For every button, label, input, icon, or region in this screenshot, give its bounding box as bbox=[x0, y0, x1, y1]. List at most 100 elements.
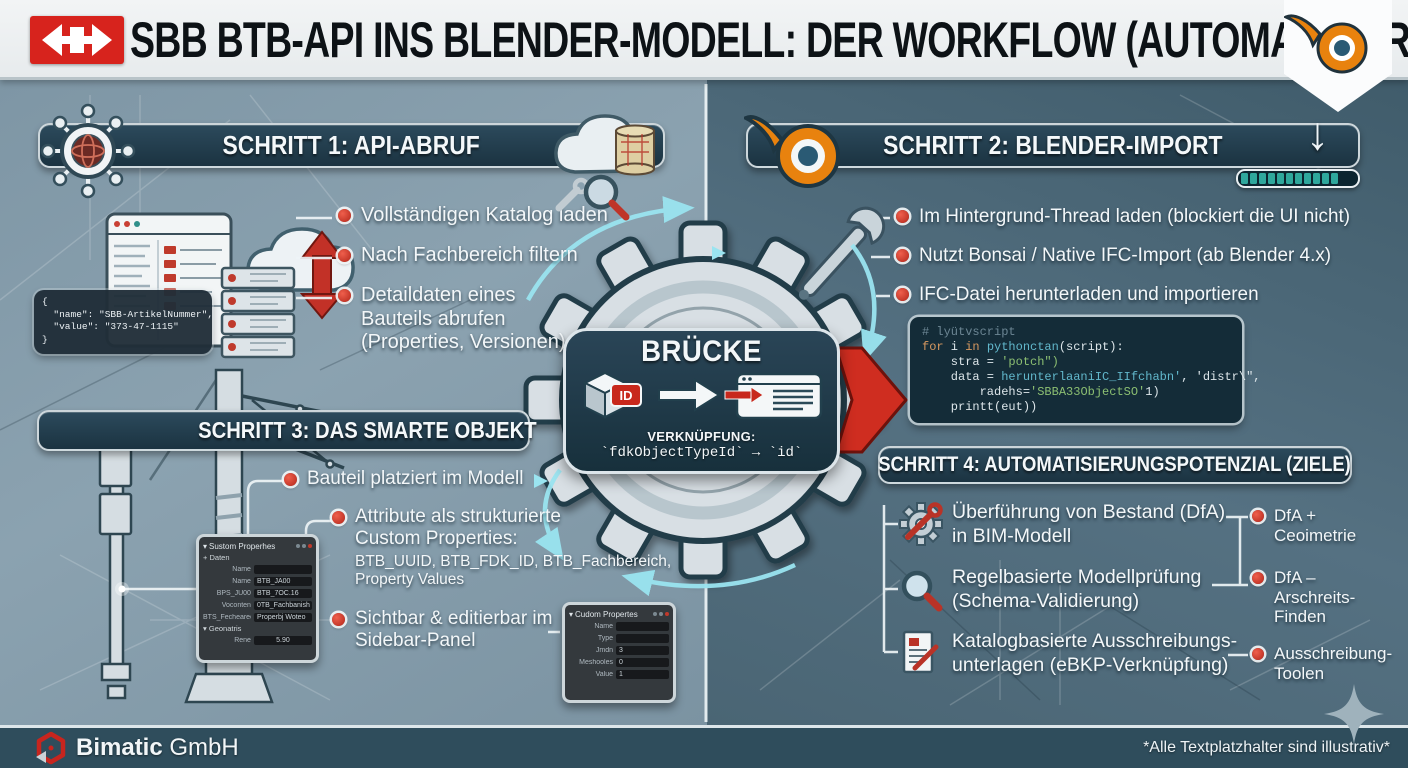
bridge-link-label: VERKNÜPFUNG: bbox=[647, 429, 756, 444]
step1-bullet-1: Vollständigen Katalog laden bbox=[338, 204, 608, 228]
row-label: BTS_Fechearech bbox=[203, 613, 251, 621]
flow-chevron bbox=[712, 246, 726, 260]
api-network-icon bbox=[40, 103, 136, 204]
expander-icon: ▾ bbox=[569, 609, 574, 619]
side-label-text: DfA + Ceoimetrie bbox=[1274, 506, 1357, 545]
step1-bullet-2: Nach Fachbereich filtern bbox=[338, 244, 578, 268]
code-token: printt(eut)) bbox=[922, 400, 1038, 414]
bullet-text: Im Hintergrund-Thread laden (blockiert d… bbox=[919, 205, 1351, 227]
bridge-mapping-text: `fdkObjectTypeId` → `id` bbox=[600, 445, 803, 461]
bullet-text-main: Attribute als strukturierte Custom Prope… bbox=[355, 506, 561, 550]
bullet-dot bbox=[284, 473, 297, 486]
step2-title: SCHRITT 2: BLENDER-IMPORT bbox=[883, 130, 1223, 160]
window-dots-icon bbox=[296, 544, 312, 548]
wrench-icon bbox=[798, 206, 886, 300]
row-label: Name bbox=[232, 565, 251, 573]
row-value: Properbj Woteo bbox=[253, 612, 312, 622]
step3-bullet-3: Sichtbar & editierbar im Sidebar-Panel bbox=[332, 608, 552, 653]
download-arrow-icon: ↓ bbox=[1306, 107, 1329, 159]
bullet-text: Bauteil platziert im Modell bbox=[307, 468, 524, 489]
code-token: 'SBBA33ObjectSO' bbox=[1030, 385, 1146, 399]
header: SBB BTB-API INS BLENDER-MODELL: DER WORK… bbox=[0, 0, 1408, 80]
row-value: 1 bbox=[616, 669, 669, 679]
step1-header-bar: SCHRITT 1: API-ABRUF bbox=[38, 123, 665, 168]
flow-arrows bbox=[526, 196, 887, 597]
code-token: data bbox=[922, 370, 980, 384]
flow-chevron bbox=[534, 474, 548, 488]
panel-title: Cudom Propertes bbox=[575, 609, 638, 619]
row-label: Meshooles bbox=[579, 658, 613, 666]
panel-section: ▾ Geonatris bbox=[203, 624, 312, 634]
code-token: , bbox=[1181, 370, 1196, 384]
row-value: BTB_JA00 bbox=[253, 576, 312, 586]
json-snippet: { "name": "SBB-ArtikelNummer", "value": … bbox=[42, 296, 214, 345]
blueprint-lines-dark bbox=[0, 299, 1261, 701]
bullet-text-sub: BTB_UUID, BTB_FDK_ID, BTB_Fachbereich, P… bbox=[355, 552, 672, 589]
step4-side-label-3: Ausschreibung- Toolen bbox=[1252, 644, 1392, 683]
expander-icon: ▾ bbox=[203, 541, 208, 551]
row-value bbox=[616, 633, 669, 643]
step3-header-bar: SCHRITT 3: DAS SMARTE OBJEKT bbox=[37, 410, 537, 451]
side-label-text: Ausschreibung- Toolen bbox=[1274, 644, 1393, 683]
row-label: Rene bbox=[234, 636, 251, 644]
bridge-title: BRÜCKE bbox=[641, 335, 762, 368]
company-name: Bimatic GmbH bbox=[76, 728, 239, 768]
code-token: radehs= bbox=[922, 385, 1031, 399]
gear-wrench-icon bbox=[899, 502, 943, 546]
step1-bullet-3: Detaildaten eines Bauteils abrufen (Prop… bbox=[338, 284, 566, 355]
import-progress bbox=[1236, 169, 1360, 188]
row-value: BTB_7OC.16 bbox=[253, 588, 312, 598]
row-label: Type bbox=[597, 634, 613, 642]
import-progress-track bbox=[1241, 173, 1356, 184]
map-arrow-icon bbox=[657, 378, 721, 412]
code-token: in bbox=[965, 340, 980, 354]
row-value bbox=[253, 564, 312, 574]
bullet-dot bbox=[1252, 572, 1264, 584]
step2-bullet-2: Nutzt Bonsai / Native IFC-Import (ab Ble… bbox=[896, 244, 1344, 267]
panel-header: ▾ Cudom Propertes bbox=[569, 608, 669, 620]
bullet-dot bbox=[332, 511, 345, 524]
section-label: Daten bbox=[209, 553, 230, 562]
json-snippet-box: { "name": "SBB-ArtikelNummer", "value": … bbox=[34, 290, 214, 354]
row-label: Jmdn bbox=[595, 646, 613, 654]
panel-row: Type bbox=[569, 632, 669, 644]
step3-title: SCHRITT 3: DAS SMARTE OBJEKT bbox=[198, 417, 537, 443]
code-token: (script): bbox=[1058, 340, 1124, 354]
bullet-dot bbox=[896, 210, 909, 223]
code-token: 1) bbox=[1145, 385, 1160, 399]
properties-panel-left: ▾ Sustom Properhes + Daten Name Name BTB… bbox=[196, 534, 319, 663]
row-label: Value bbox=[595, 670, 613, 678]
bullet-dot bbox=[1252, 510, 1264, 522]
server-stack-icon bbox=[220, 266, 296, 359]
window-dots-icon bbox=[653, 612, 669, 616]
bridge-panel: BRÜCKE ID VERKNÜPFUNG: `fdkObjectTy bbox=[563, 328, 840, 474]
bullet-dot bbox=[338, 209, 351, 222]
panel-row: Name bbox=[203, 563, 312, 575]
row-label: Voconten bbox=[221, 601, 251, 609]
code-token: herunterlaaniIC_IIfchabn' bbox=[1001, 370, 1182, 384]
panel-header: ▾ Sustom Properhes bbox=[203, 540, 312, 552]
company-name-rest: GmbH bbox=[162, 734, 239, 761]
row-value: 3 bbox=[616, 645, 669, 655]
step4-side-label-2: DfA – Arschreits- Finden bbox=[1252, 568, 1355, 627]
step3-bullet-1: Bauteil platziert im Modell bbox=[284, 468, 523, 490]
red-arrow-icon bbox=[833, 346, 908, 454]
panel-row: BTS_Fechearech Properbj Woteo bbox=[203, 611, 312, 623]
bullet-text: Nutzt Bonsai / Native IFC-Import (ab Ble… bbox=[919, 244, 1332, 266]
step1-title: SCHRITT 1: API-ABRUF bbox=[222, 130, 481, 160]
glow-dot-core bbox=[118, 585, 126, 593]
side-label-text: DfA – Arschreits- Finden bbox=[1274, 568, 1356, 627]
row-value bbox=[616, 621, 669, 631]
bullet-text: IFC-Datei herunterladen und importieren bbox=[919, 283, 1259, 305]
plus-icon: + bbox=[203, 553, 208, 562]
row-value: 5.90 bbox=[253, 635, 312, 645]
bullet-dot bbox=[338, 289, 351, 302]
bullet-text: Sichtbar & editierbar im Sidebar-Panel bbox=[355, 608, 553, 652]
step4-item-1: Überführung von Bestand (DfA) in BIM-Mod… bbox=[952, 501, 1226, 547]
panel-row: Name BTB_JA00 bbox=[203, 575, 312, 587]
code-comment: # lyütvscript bbox=[922, 325, 1016, 339]
panel-row: Voconten 0TB_Fachbanish bbox=[203, 599, 312, 611]
mast-illustration bbox=[98, 368, 353, 704]
id-badge-label: ID bbox=[619, 388, 632, 403]
code-token: = bbox=[979, 370, 1002, 384]
